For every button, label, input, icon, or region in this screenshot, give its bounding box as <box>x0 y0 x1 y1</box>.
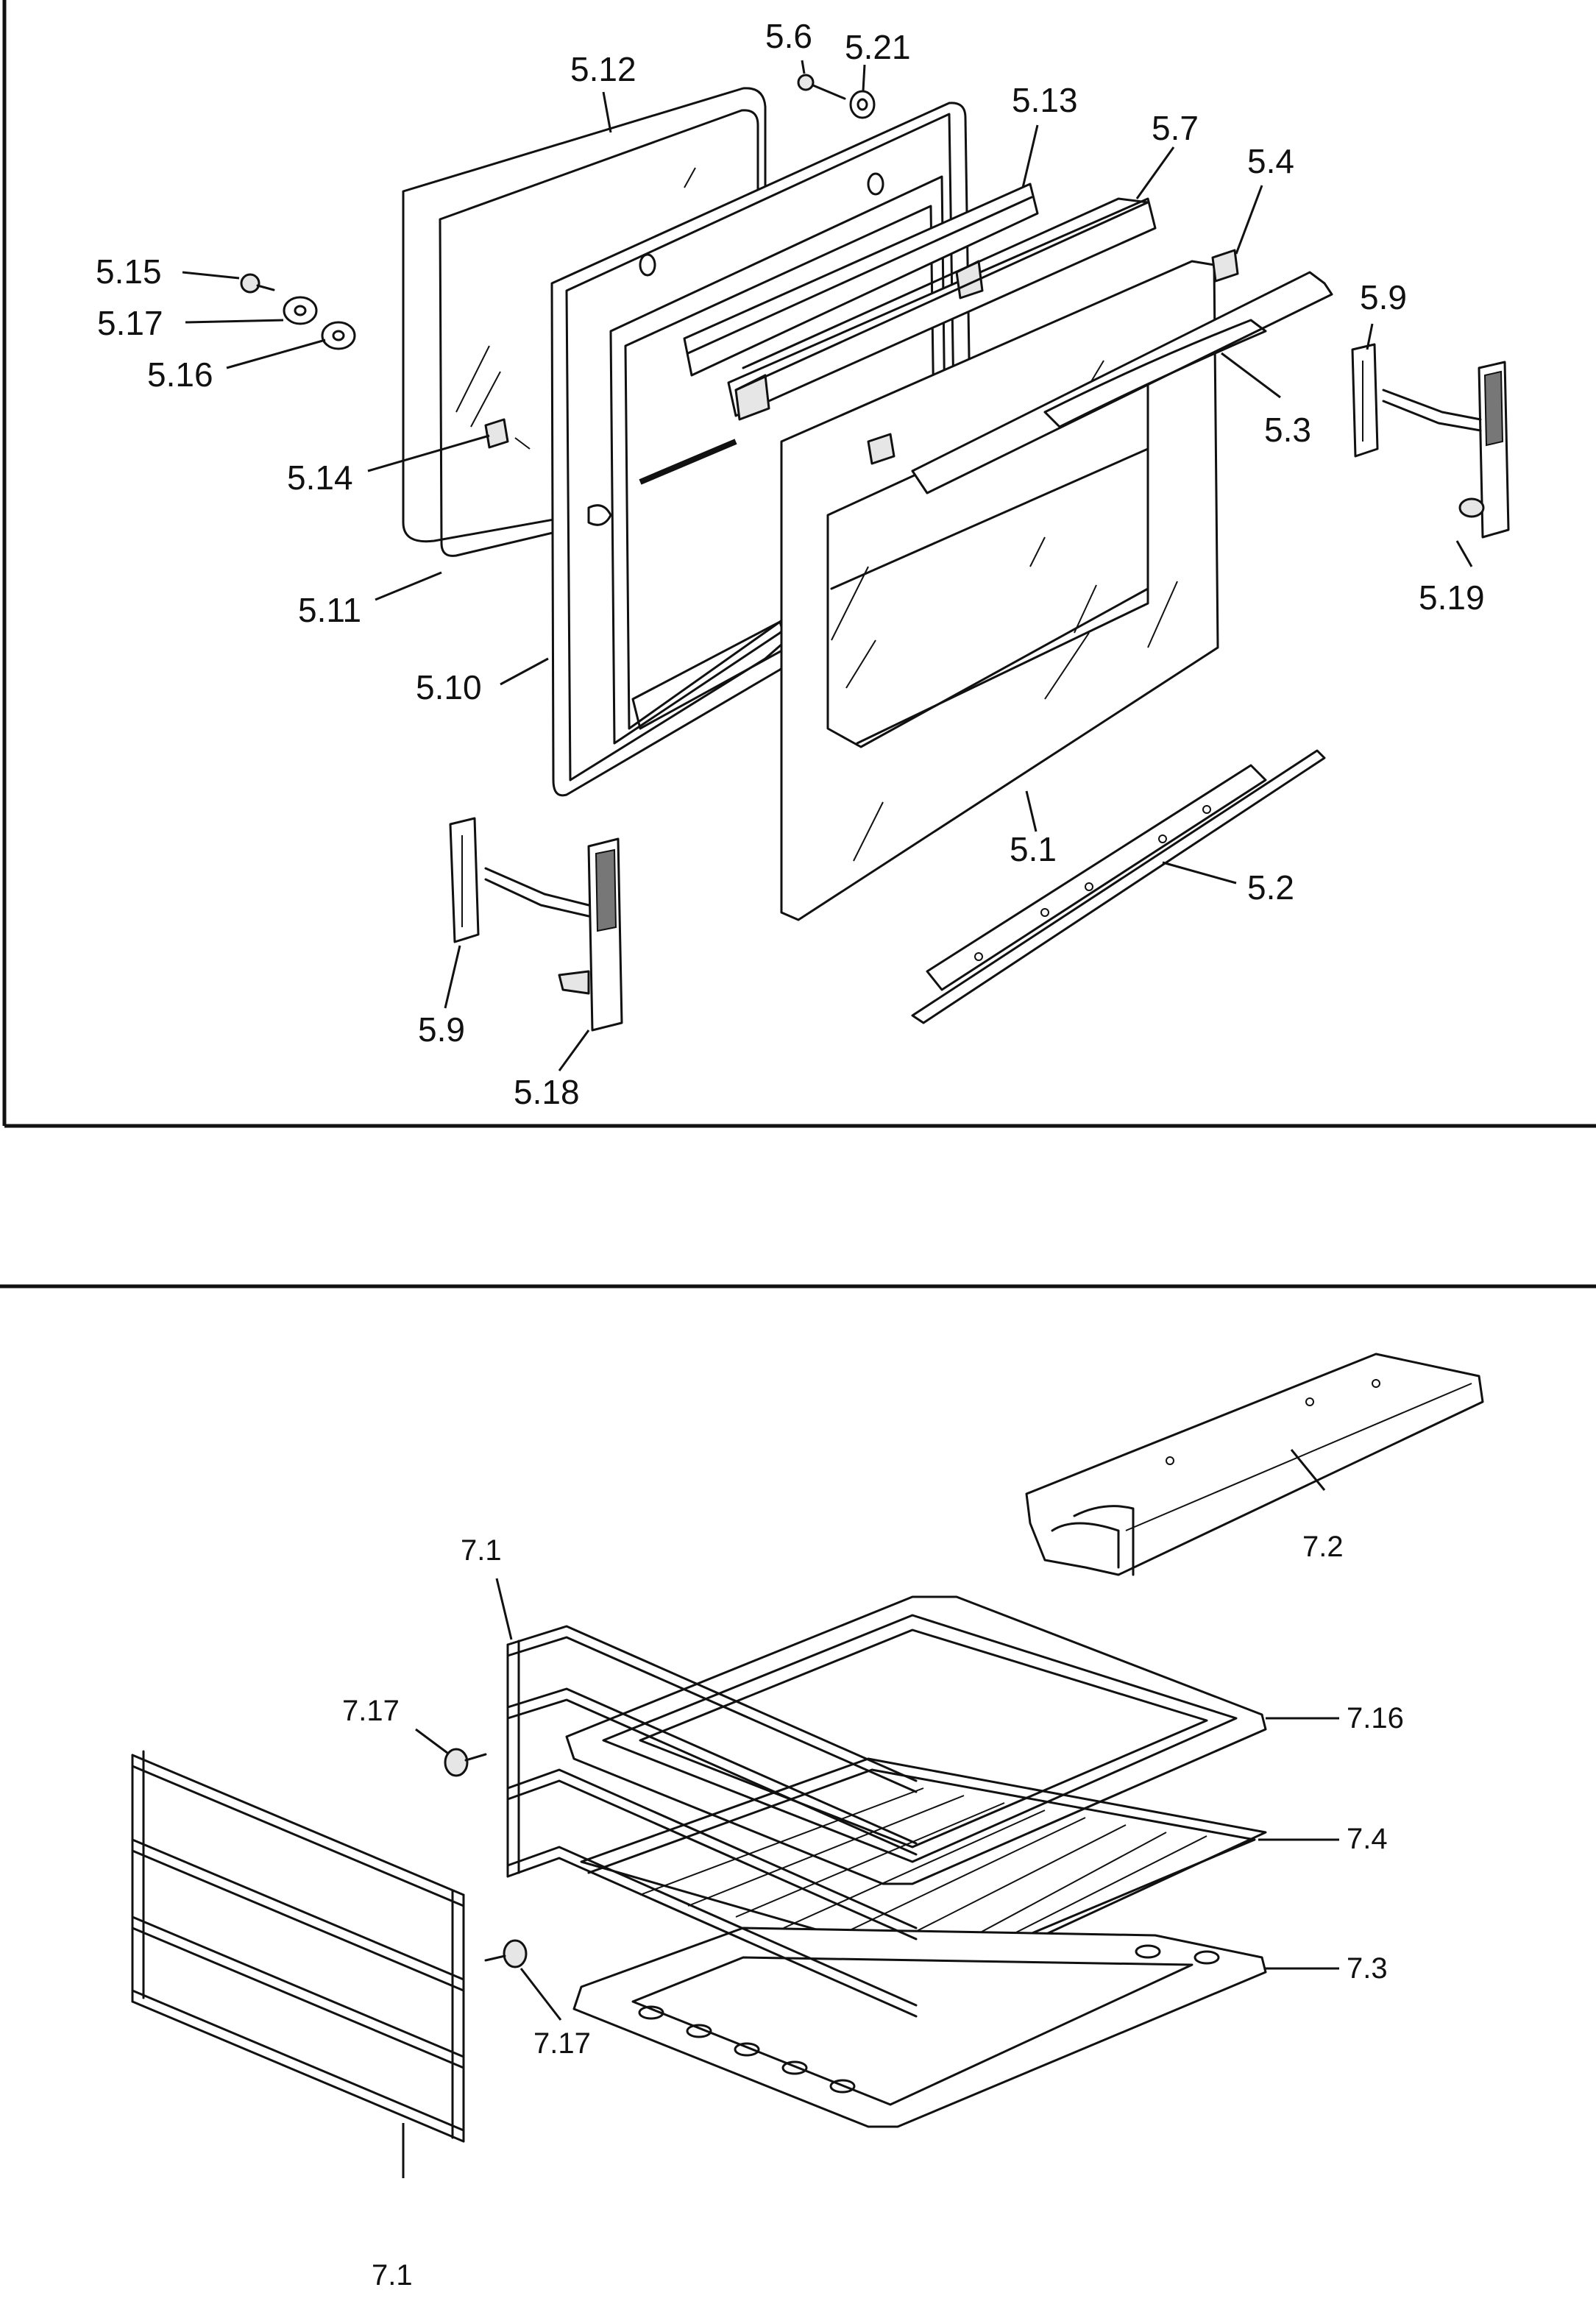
label-7-17-bottom: 7.17 <box>533 2027 591 2060</box>
rack-labels: 7.2 7.1 7.17 7.16 7.4 7.3 7.17 7.1 <box>342 1531 1404 2292</box>
label-5-7: 5.7 <box>1152 109 1199 147</box>
washer-5-21 <box>849 90 876 119</box>
label-7-1-top: 7.1 <box>461 1534 502 1567</box>
label-7-2: 7.2 <box>1302 1531 1344 1563</box>
label-7-1-bottom: 7.1 <box>372 2259 413 2292</box>
label-5-3: 5.3 <box>1264 411 1311 449</box>
label-7-17-top: 7.17 <box>342 1695 400 1727</box>
label-5-19: 5.19 <box>1419 578 1485 617</box>
label-5-12: 5.12 <box>570 50 636 88</box>
bottom-trim-5-2 <box>911 749 1326 1024</box>
outer-glass-5-1 <box>780 260 1219 921</box>
side-rail-7-1-front <box>131 1750 465 2143</box>
handle-cap-5-4 <box>1211 249 1239 283</box>
drip-tray-7-3 <box>572 1927 1267 2128</box>
screw-5-6 <box>797 74 846 100</box>
rack-leader-lines <box>402 1449 1339 2178</box>
hinge-5-19 <box>1382 361 1510 539</box>
label-5-9-left: 5.9 <box>418 1010 465 1049</box>
hinge-receiver-5-9-left <box>449 817 480 943</box>
handle-5-3 <box>867 271 1333 495</box>
screw-7-17-bottom <box>484 1939 528 1968</box>
door-leader-lines <box>182 60 1473 1071</box>
door-section-frame <box>2 0 1596 1128</box>
side-rail-7-1-back <box>506 1625 918 2018</box>
label-5-2: 5.2 <box>1247 868 1294 907</box>
label-5-14: 5.14 <box>287 458 353 497</box>
label-5-17: 5.17 <box>97 304 163 342</box>
label-5-1: 5.1 <box>1010 830 1057 868</box>
screw-7-17-top <box>444 1748 487 1777</box>
label-5-6: 5.6 <box>765 17 812 55</box>
label-7-3: 7.3 <box>1347 1952 1388 1985</box>
label-5-21: 5.21 <box>845 28 911 66</box>
washer-5-17 <box>283 296 318 325</box>
label-7-4: 7.4 <box>1347 1823 1388 1855</box>
screw-5-15 <box>240 273 275 294</box>
bracket-7-2 <box>1025 1353 1484 1576</box>
label-7-16: 7.16 <box>1347 1702 1404 1734</box>
label-5-16: 5.16 <box>147 355 213 394</box>
door-labels: 5.12 5.6 5.21 5.13 5.7 5.4 5.15 5.17 5.1… <box>96 17 1485 1111</box>
label-5-9-right: 5.9 <box>1360 278 1407 316</box>
label-5-13: 5.13 <box>1012 81 1078 119</box>
label-5-4: 5.4 <box>1247 142 1294 180</box>
label-5-10: 5.10 <box>416 668 482 706</box>
insulation-channel-5-13 <box>683 182 1039 377</box>
baking-tray-7-16 <box>565 1595 1267 1885</box>
clip-5-14 <box>484 418 509 449</box>
hinge-receiver-5-9-right <box>1351 343 1379 458</box>
label-5-15: 5.15 <box>96 252 162 291</box>
hinge-5-18 <box>484 837 623 1032</box>
label-5-18: 5.18 <box>514 1073 580 1111</box>
label-5-11: 5.11 <box>298 591 361 629</box>
insulation-block-5-7 <box>727 197 1157 421</box>
washer-5-16 <box>321 321 356 350</box>
